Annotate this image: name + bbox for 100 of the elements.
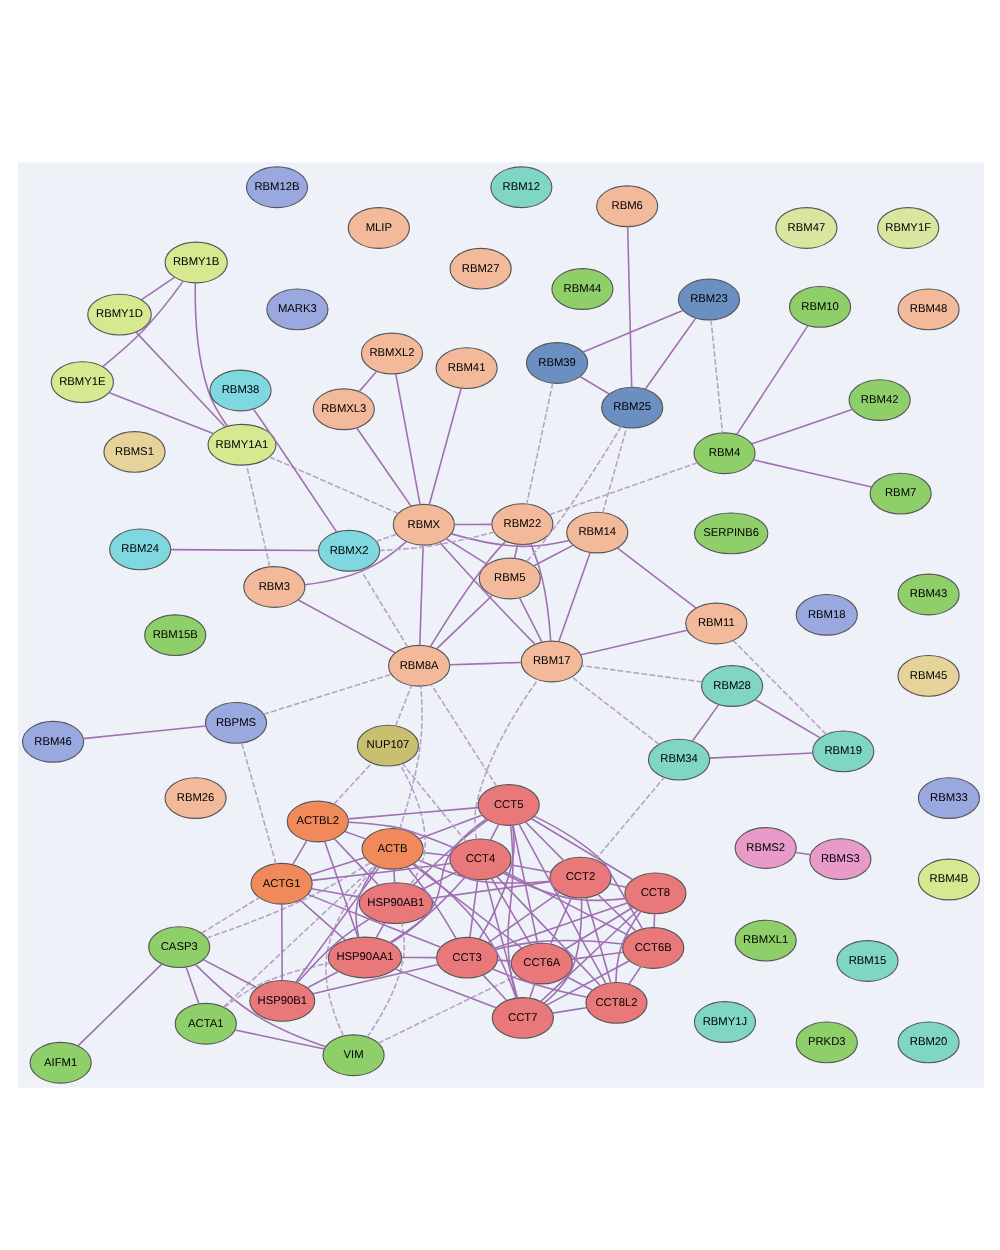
connector (298, 899, 345, 941)
connector (377, 531, 494, 552)
connector (735, 324, 808, 436)
connector (434, 594, 493, 650)
connector (357, 370, 377, 393)
connector (570, 676, 659, 745)
connector (354, 865, 377, 938)
connector (484, 878, 518, 999)
connector (731, 640, 826, 735)
connector (169, 548, 319, 552)
connector (418, 544, 423, 646)
connector (477, 824, 514, 940)
connector (251, 408, 337, 533)
connector (306, 893, 441, 949)
connector (490, 968, 587, 999)
connector (417, 814, 482, 840)
connector (303, 540, 407, 586)
connector (548, 896, 572, 945)
connector (615, 547, 696, 609)
connector (233, 1029, 325, 1050)
connector (517, 823, 606, 985)
connector (346, 821, 455, 849)
connector (544, 960, 629, 1006)
connector (468, 878, 478, 939)
connector (296, 599, 395, 654)
connector (542, 897, 582, 1004)
connector (332, 838, 379, 886)
connector (593, 776, 664, 861)
connector (81, 725, 206, 740)
connector (550, 1006, 587, 1014)
connector (793, 851, 811, 856)
connector (529, 543, 551, 642)
connector (524, 382, 553, 505)
connector (323, 840, 358, 939)
connector (486, 891, 559, 944)
connector (601, 426, 627, 514)
connector (416, 859, 551, 884)
connector (452, 523, 492, 526)
connector (528, 982, 535, 999)
connector (201, 959, 258, 989)
connector (596, 893, 636, 932)
connector (139, 276, 175, 301)
connector (506, 824, 517, 999)
connector (309, 888, 361, 898)
connector (751, 459, 872, 488)
connector (570, 951, 623, 961)
connector (354, 427, 411, 507)
connector (709, 319, 723, 434)
connector (400, 956, 437, 959)
connector (310, 862, 451, 882)
connector (562, 906, 633, 951)
connector (444, 537, 487, 566)
connector (262, 673, 392, 715)
connector (405, 866, 456, 940)
connector (204, 862, 371, 939)
connector (398, 763, 425, 885)
connector (493, 939, 623, 951)
connector (311, 963, 438, 995)
connector (489, 877, 531, 946)
connector (643, 317, 696, 390)
connector (193, 282, 228, 428)
connector (76, 963, 162, 1047)
connector (529, 817, 633, 881)
connector (389, 818, 486, 944)
connector (393, 968, 496, 1009)
connector (244, 464, 270, 568)
connector (397, 685, 422, 830)
connector (523, 821, 564, 862)
connector (295, 917, 371, 984)
connector (346, 806, 478, 820)
connector (532, 544, 573, 567)
connector (134, 331, 225, 428)
connector (437, 541, 535, 645)
connector (508, 863, 551, 873)
connector (532, 815, 643, 930)
connector (393, 373, 420, 506)
connector (411, 819, 488, 886)
connector (481, 974, 507, 1002)
connector (614, 910, 641, 983)
connector (393, 685, 412, 727)
connector (492, 901, 628, 950)
connector (267, 456, 398, 515)
connector (324, 865, 376, 1037)
connector (388, 876, 465, 944)
connector (473, 678, 538, 840)
connector (449, 533, 569, 548)
connector (410, 863, 522, 949)
connector (200, 896, 259, 934)
connector (579, 629, 688, 656)
connector (447, 661, 521, 666)
connector (221, 865, 375, 1008)
connector (332, 762, 372, 805)
connector (343, 830, 366, 840)
connector (421, 851, 450, 857)
connector (101, 280, 183, 368)
connector (584, 896, 611, 984)
connector (294, 866, 380, 983)
connector (400, 763, 466, 842)
connector (512, 543, 518, 560)
connector (524, 425, 621, 563)
